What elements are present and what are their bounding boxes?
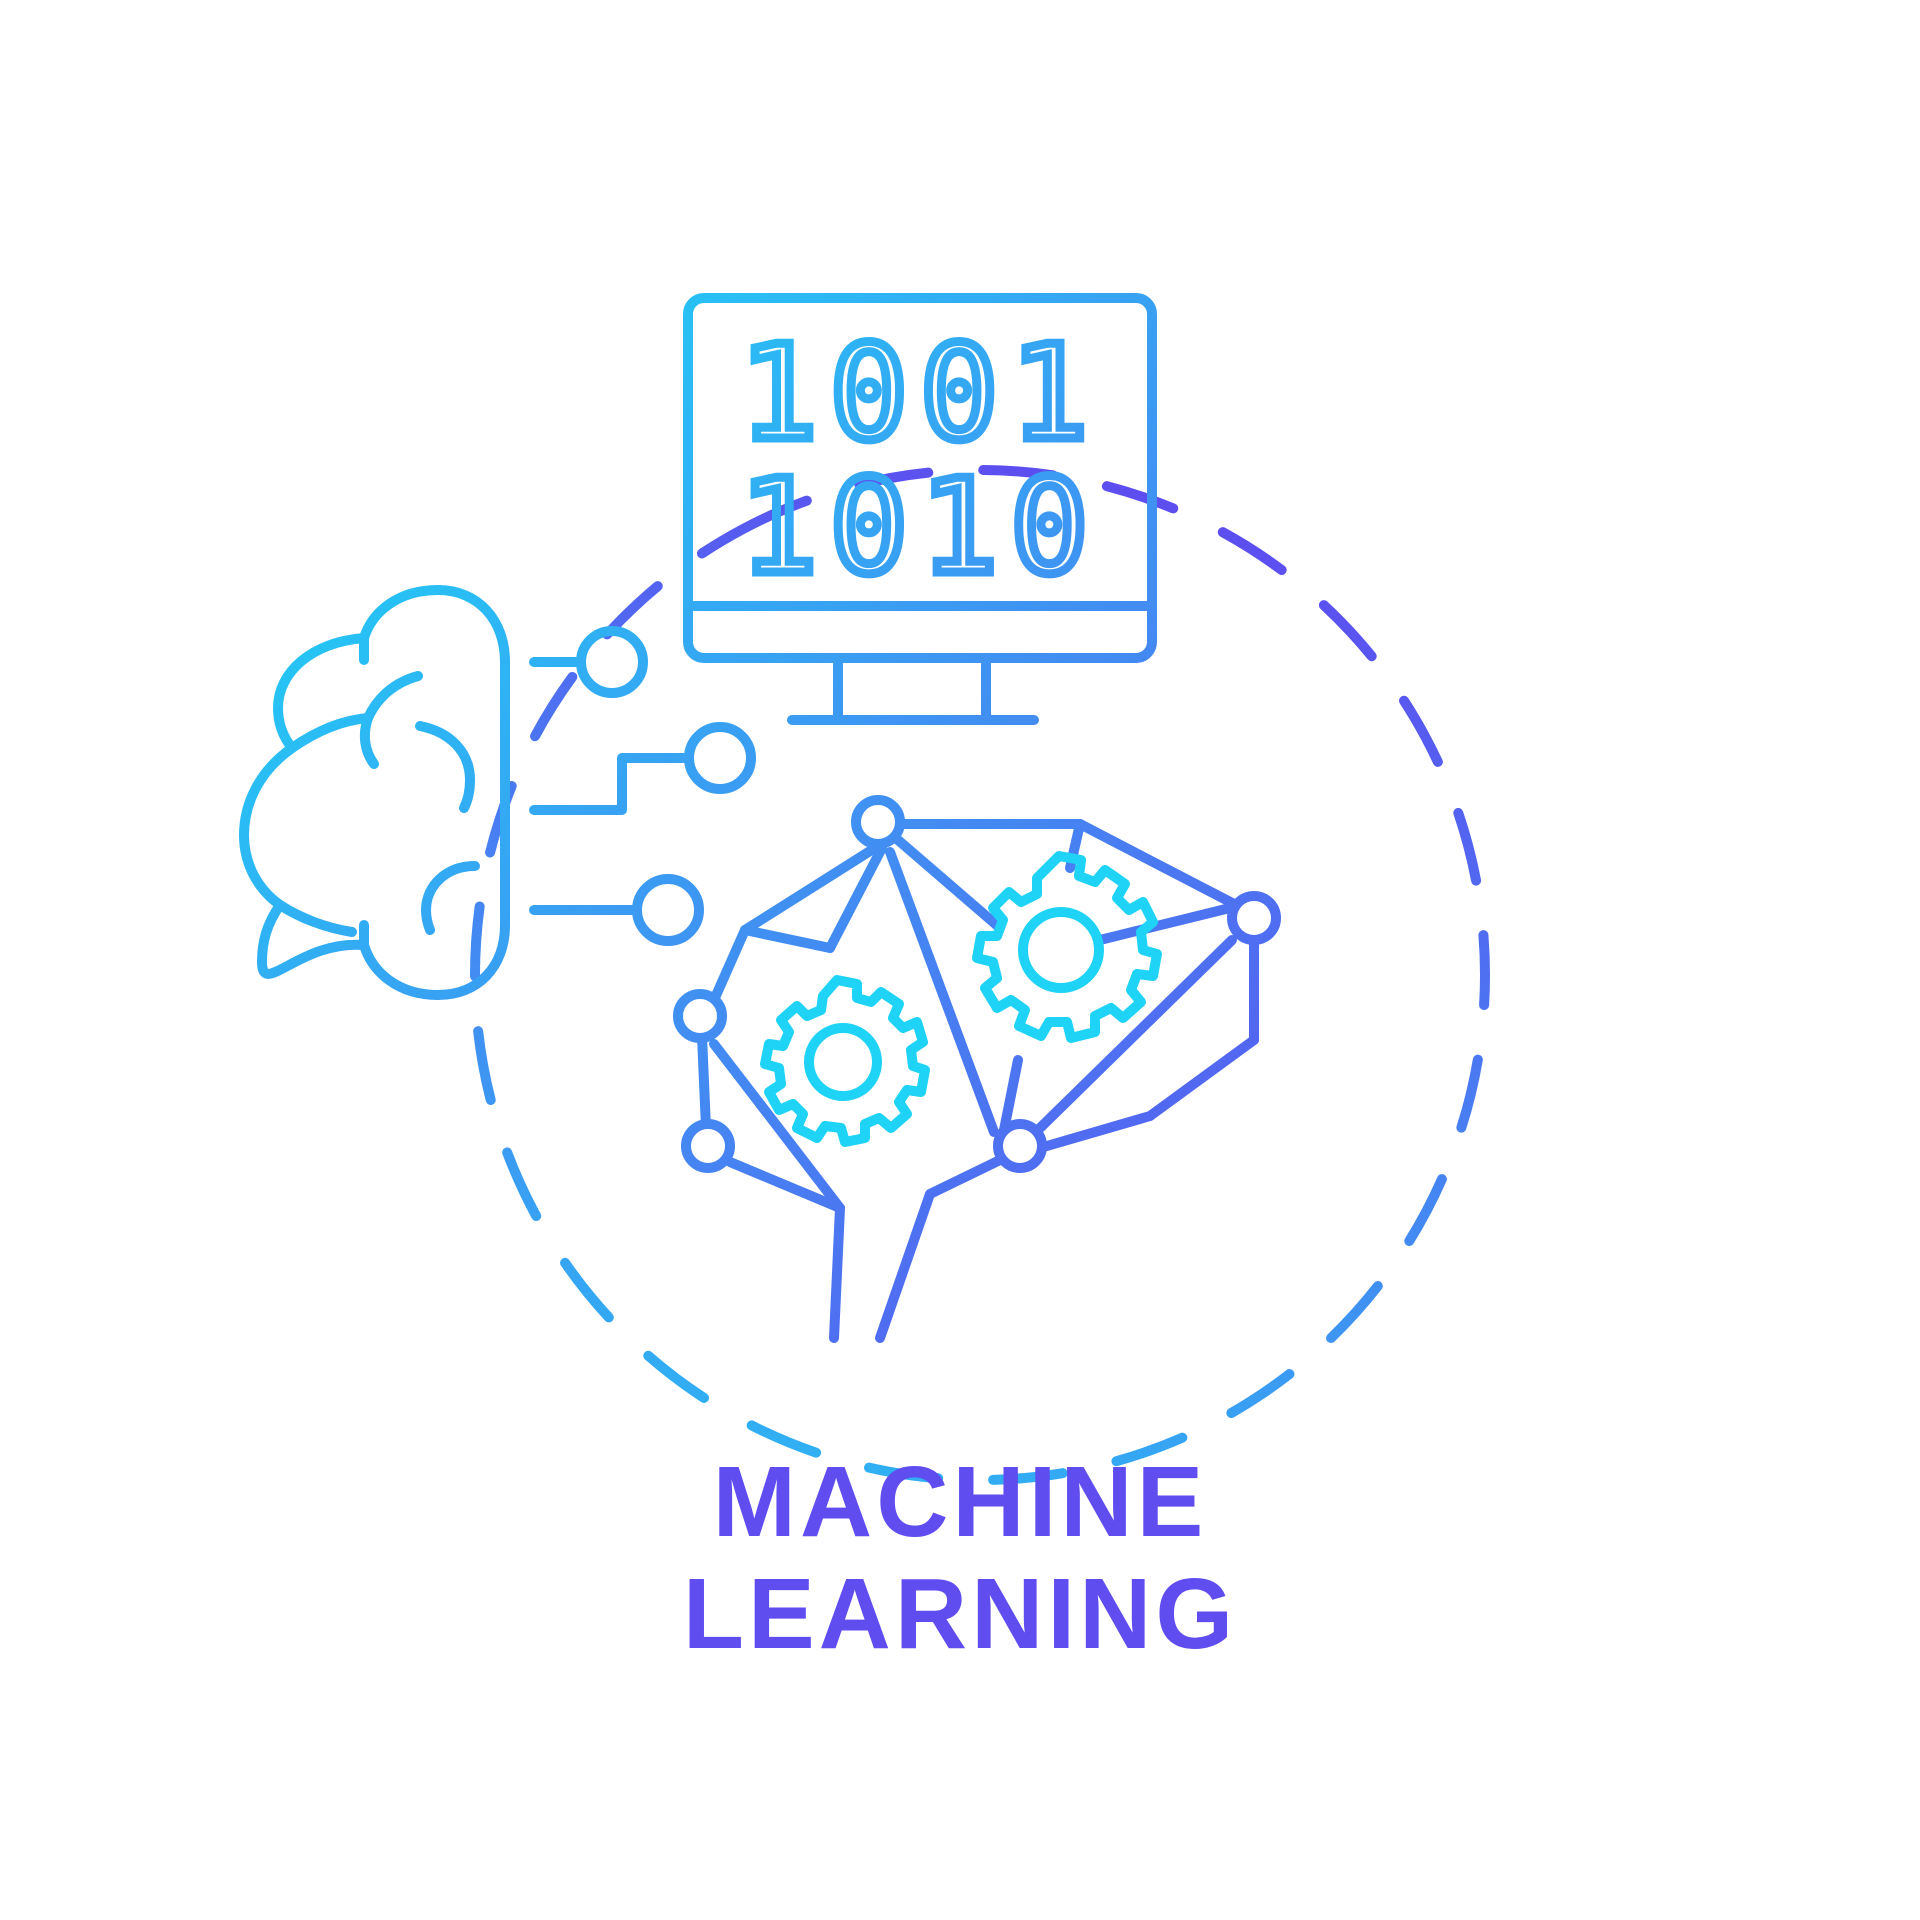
title-line-2: LEARNING bbox=[682, 1558, 1238, 1670]
screen-binary-row-1: 1001 bbox=[739, 317, 1100, 469]
circuit-nodes-icon bbox=[529, 626, 756, 946]
neural-network-icon bbox=[673, 795, 1281, 1343]
monitor-icon bbox=[683, 293, 1157, 725]
title-line-1: MACHINE bbox=[712, 1446, 1208, 1558]
brain-icon bbox=[239, 585, 510, 1000]
gear-icon bbox=[760, 975, 930, 1147]
gear-icon bbox=[972, 851, 1162, 1043]
dashed-orbit-circle bbox=[469, 464, 1490, 1485]
screen-binary-row-2: 1010 bbox=[739, 451, 1100, 603]
